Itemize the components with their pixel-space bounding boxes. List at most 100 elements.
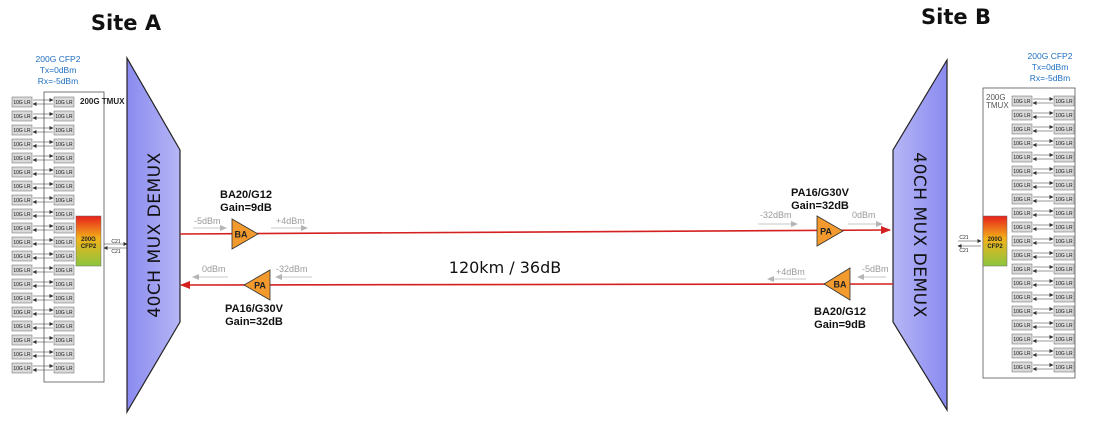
site-b-external-10g-lr-label: 10G LR (1055, 197, 1073, 203)
site-b-tmux-10g-lr (1011, 123, 1033, 135)
svg-text:PA16/G30V: PA16/G30V (225, 303, 284, 315)
site-b-tmux-10g-lr-label: 10G LR (1013, 211, 1031, 217)
site-b-external-10g-lr-label: 10G LR (1055, 183, 1073, 189)
site-a-tmux-10g-lr (53, 348, 75, 360)
site-b-external-10g-lr (1053, 305, 1075, 317)
svg-text:200G CFP2: 200G CFP2 (36, 54, 81, 64)
site-b-external-10g-lr-label: 10G LR (1055, 337, 1073, 343)
site-b-external-10g-lr (1053, 123, 1075, 135)
site-a-tmux-10g-lr-label: 10G LR (55, 310, 73, 316)
site-b-mux-demux: 40CH MUX DEMUX (892, 57, 948, 413)
svg-text:CFP2: CFP2 (81, 244, 97, 250)
site-a-external-10g-lr (11, 222, 33, 234)
site-b-tmux-10g-lr (1011, 207, 1033, 219)
svg-text:200G CFP2: 200G CFP2 (1028, 51, 1073, 61)
site-a-booster-amplifier: BA20/G12 Gain=9dB BA -5dBm +4dBm (193, 189, 308, 250)
svg-text:-5dBm: -5dBm (862, 264, 889, 274)
site-a-external-10g-lr (11, 306, 33, 318)
svg-text:C21: C21 (959, 248, 968, 254)
svg-text:CFP2: CFP2 (987, 244, 1003, 250)
site-b-tmux-10g-lr-label: 10G LR (1013, 281, 1031, 287)
site-a-external-10g-lr (11, 194, 33, 206)
site-b-booster-amplifier: BA BA20/G12 Gain=9dB +4dBm -5dBm (767, 264, 889, 331)
site-a-tmux-10g-lr-label: 10G LR (55, 296, 73, 302)
site-a-tmux-10g-lr-label: 10G LR (55, 212, 73, 218)
site-b-tmux-10g-lr (1011, 109, 1033, 121)
site-b-tmux-10g-lr (1011, 95, 1033, 107)
site-b-external-10g-lr (1053, 207, 1075, 219)
site-b-tmux-10g-lr-label: 10G LR (1013, 365, 1031, 371)
site-a-external-10g-lr-label: 10G LR (13, 128, 31, 134)
site-b-tmux-10g-lr-label: 10G LR (1013, 267, 1031, 273)
site-a-external-10g-lr-label: 10G LR (13, 310, 31, 316)
site-b-external-10g-lr (1053, 221, 1075, 233)
svg-text:Tx=0dBm: Tx=0dBm (40, 65, 77, 75)
site-a-cfp2: 200G CFP2 (75, 215, 102, 267)
site-a-external-10g-lr (11, 166, 33, 178)
site-a-external-10g-lr (11, 362, 33, 374)
site-a-tmux-10g-lr (53, 292, 75, 304)
site-a-external-10g-lr (11, 96, 33, 108)
site-a-tmux-10g-lr (53, 110, 75, 122)
site-b-external-10g-lr (1053, 347, 1075, 359)
site-b-external-10g-lr-label: 10G LR (1055, 141, 1073, 147)
site-a-tmux-10g-lr (53, 208, 75, 220)
site-b-tmux-10g-lr-label: 10G LR (1013, 337, 1031, 343)
site-b-external-10g-lr-label: 10G LR (1055, 365, 1073, 371)
site-a-external-10g-lr (11, 138, 33, 150)
site-a-external-10g-lr (11, 334, 33, 346)
site-b-external-10g-lr (1053, 193, 1075, 205)
site-a-external-10g-lr-label: 10G LR (13, 282, 31, 288)
site-a-client-ports: 10G LR 10G LR 10G LR 10G LR 10G LR 10G LR 10G … (11, 96, 75, 374)
site-a-mux-demux: 40CH MUX DEMUX (126, 55, 181, 415)
svg-text:BA20/G12: BA20/G12 (814, 306, 866, 318)
svg-text:200G TMUX: 200G TMUX (80, 97, 125, 106)
site-b-external-10g-lr (1053, 319, 1075, 331)
site-b-tmux-10g-lr (1011, 221, 1033, 233)
site-b-cfp2-mux-link: C21 C21 (957, 235, 982, 254)
site-a-tmux-10g-lr-label: 10G LR (55, 338, 73, 344)
site-b-external-10g-lr-label: 10G LR (1055, 127, 1073, 133)
site-a-external-10g-lr-label: 10G LR (13, 352, 31, 358)
svg-text:+4dBm: +4dBm (276, 216, 305, 226)
site-b-client-ports: 10G LR 10G LR 10G LR 10G LR 10G LR 10G LR 10G … (1011, 95, 1075, 373)
svg-text:Gain=9dB: Gain=9dB (220, 202, 272, 214)
svg-text:-32dBm: -32dBm (276, 264, 308, 274)
site-b-external-10g-lr (1053, 235, 1075, 247)
site-a-external-10g-lr-label: 10G LR (13, 324, 31, 330)
site-a-external-10g-lr-label: 10G LR (13, 100, 31, 106)
site-a-tmux-10g-lr (53, 250, 75, 262)
site-b-tmux-10g-lr (1011, 347, 1033, 359)
svg-text:C21: C21 (111, 239, 120, 245)
site-a-transceiver-info: 200G CFP2 Tx=0dBm Rx=-5dBm (36, 54, 81, 86)
svg-text:PA16/G30V: PA16/G30V (791, 187, 850, 199)
site-b-transceiver-info: 200G CFP2 Tx=0dBm Rx=-5dBm (1028, 51, 1073, 83)
site-b-tmux-10g-lr-label: 10G LR (1013, 225, 1031, 231)
svg-text:Gain=32dB: Gain=32dB (791, 200, 849, 212)
site-b-external-10g-lr (1053, 249, 1075, 261)
svg-text:BA: BA (834, 280, 847, 290)
site-a-tmux-10g-lr (53, 306, 75, 318)
site-a-external-10g-lr (11, 264, 33, 276)
site-b-title: Site B (921, 5, 991, 29)
site-a-tmux-10g-lr-label: 10G LR (55, 170, 73, 176)
site-a-tmux-10g-lr (53, 124, 75, 136)
svg-text:Rx=-5dBm: Rx=-5dBm (1030, 73, 1070, 83)
site-a-tmux-10g-lr (53, 194, 75, 206)
site-a-external-10g-lr (11, 250, 33, 262)
svg-text:40CH MUX DEMUX: 40CH MUX DEMUX (909, 152, 929, 317)
site-a-external-10g-lr-label: 10G LR (13, 366, 31, 372)
site-a-external-10g-lr (11, 236, 33, 248)
span-label: 120km / 36dB (449, 258, 561, 277)
svg-text:Gain=32dB: Gain=32dB (225, 316, 283, 328)
site-b-tmux-10g-lr (1011, 291, 1033, 303)
site-b-external-10g-lr (1053, 165, 1075, 177)
site-b-tmux-10g-lr-label: 10G LR (1013, 169, 1031, 175)
site-b-tmux-10g-lr-label: 10G LR (1013, 309, 1031, 315)
site-a-tmux-10g-lr-label: 10G LR (55, 156, 73, 162)
site-a-tmux-10g-lr (53, 362, 75, 374)
site-b-external-10g-lr-label: 10G LR (1055, 351, 1073, 357)
site-a-external-10g-lr (11, 124, 33, 136)
site-b-external-10g-lr (1053, 291, 1075, 303)
site-b-external-10g-lr (1053, 137, 1075, 149)
